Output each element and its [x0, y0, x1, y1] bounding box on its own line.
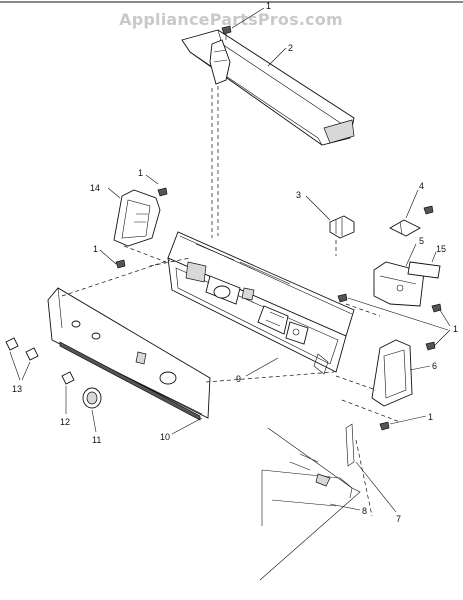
callout-10: 10 — [160, 432, 170, 442]
part-4-connector — [389, 219, 421, 237]
leader-6 — [409, 365, 431, 371]
part-1-screw-panel — [337, 293, 348, 303]
align-line-8 — [345, 303, 381, 317]
part-8-cabinet-top — [259, 427, 361, 581]
leader-1d-a — [347, 297, 449, 331]
part-7-wire-harness — [341, 399, 401, 517]
part-10-front-console — [47, 287, 211, 421]
callout-1d: 1 — [453, 324, 458, 334]
part-9-control-panel — [167, 231, 355, 375]
leader-2 — [267, 47, 287, 67]
leader-1b — [145, 174, 159, 185]
align-line-9 — [335, 375, 377, 391]
part-14-left-end-cap — [113, 189, 161, 247]
callout-1b: 1 — [138, 168, 143, 178]
callout-7: 7 — [396, 514, 401, 524]
leader-1d-b — [439, 309, 451, 327]
leader-8 — [329, 503, 361, 511]
leader-5 — [405, 243, 417, 267]
part-15-plate — [407, 261, 441, 279]
callout-12: 12 — [60, 417, 70, 427]
leader-13-a — [9, 351, 21, 381]
callout-1c: 1 — [93, 244, 98, 254]
callout-5: 5 — [419, 236, 424, 246]
leader-13-b — [21, 361, 31, 381]
leader-3 — [305, 195, 331, 221]
align-line-7 — [123, 245, 167, 263]
callout-1a: 1 — [266, 1, 271, 11]
part-1-screw-left-bottom — [115, 259, 126, 269]
part-13-button-a — [5, 337, 19, 351]
leader-1d-c — [433, 329, 451, 347]
leader-15 — [431, 251, 437, 263]
callout-11: 11 — [92, 435, 101, 445]
leader-1a — [231, 7, 265, 29]
leader-14 — [107, 187, 121, 199]
leader-11 — [91, 409, 97, 433]
leader-4 — [405, 189, 419, 219]
part-11-timer-knob — [82, 387, 102, 409]
align-line-5 — [205, 371, 335, 383]
part-1-screw-right-low — [425, 341, 436, 351]
part-13-button-b — [25, 347, 39, 361]
align-line-4 — [61, 259, 171, 297]
part-2-console-top-trim — [181, 29, 355, 146]
leader-7 — [355, 461, 397, 513]
callout-13: 13 — [12, 384, 22, 394]
callout-6: 6 — [432, 361, 437, 371]
part-1-screw-bottom-right — [379, 421, 390, 431]
leader-1c — [99, 249, 117, 265]
callout-3: 3 — [296, 190, 301, 200]
leader-10 — [171, 417, 203, 435]
part-12-knob-small — [61, 371, 75, 385]
part-6-right-end-cap — [371, 339, 413, 407]
callout-2: 2 — [288, 43, 293, 53]
leader-9 — [245, 357, 279, 377]
part-1-screw-top — [221, 25, 232, 40]
part-1-screw-right-top — [423, 205, 434, 215]
callout-9: 9 — [236, 374, 241, 384]
leader-1e — [389, 415, 427, 425]
callout-4: 4 — [419, 181, 424, 191]
part-3-switch — [329, 215, 355, 239]
callout-14: 14 — [90, 183, 100, 193]
watermark-text: AppliancePartsPros.com — [119, 10, 343, 29]
callout-15: 15 — [436, 244, 446, 254]
callout-8: 8 — [362, 506, 367, 516]
part-1-screw-left-top — [157, 187, 168, 197]
callout-1e: 1 — [428, 412, 433, 422]
part-1-screw-right-mid — [431, 303, 442, 313]
